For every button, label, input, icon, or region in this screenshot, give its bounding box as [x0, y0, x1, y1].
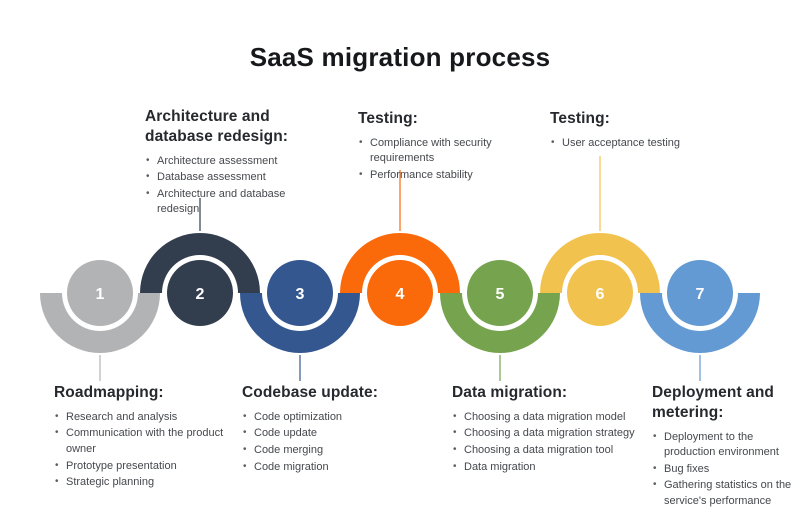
step-2-arc	[140, 233, 260, 293]
step-2-bullet-list: Architecture assessment Database assessm…	[145, 154, 315, 218]
step-7-bullet-list: Deployment to the production environment…	[652, 430, 794, 510]
bullet-item: Code migration	[242, 460, 422, 476]
step-6-label: Testing: User acceptance testing	[550, 109, 740, 152]
step-4-arc	[340, 233, 460, 293]
step-5-arc	[440, 293, 560, 353]
step-3-heading: Codebase update:	[242, 384, 378, 401]
step-3-bullet-list: Code optimization Code update Code mergi…	[242, 410, 422, 475]
step-1-label: Roadmapping: Research and analysis Commu…	[54, 383, 239, 492]
bullet-item: Code optimization	[242, 410, 422, 426]
bullet-item: Database assessment	[145, 170, 315, 186]
step-4-bullet-list: Compliance with security requirements Pe…	[358, 136, 548, 184]
step-7-heading: Deployment and metering:	[652, 384, 774, 421]
step-6-heading: Testing:	[550, 110, 610, 127]
bullet-item: Deployment to the production environment	[652, 430, 794, 461]
bullet-item: Strategic planning	[54, 475, 239, 491]
page-title: SaaS migration process	[249, 42, 551, 72]
step-6-arc	[540, 233, 660, 293]
step-2-heading: Architecture and database redesign:	[145, 108, 289, 145]
bullet-item: Performance stability	[358, 168, 548, 184]
step-7-arc	[640, 293, 760, 353]
step-3-circle	[267, 260, 333, 326]
bullet-item: Research and analysis	[54, 410, 239, 426]
bullet-item: User acceptance testing	[550, 136, 740, 152]
step-6-bullet-list: User acceptance testing	[550, 136, 740, 152]
bullet-item: Code update	[242, 426, 422, 442]
step-6-number: 6	[596, 286, 605, 303]
step-1-circle	[67, 260, 133, 326]
step-4-label: Testing: Compliance with security requir…	[358, 109, 548, 185]
step-7-circle	[667, 260, 733, 326]
step-5-number: 5	[496, 286, 505, 303]
bullet-item: Architecture and database redesign	[145, 187, 315, 218]
bullet-item: Prototype presentation	[54, 459, 239, 475]
bullet-item: Data migration	[452, 460, 657, 476]
bullet-item: Gathering statistics on the service's pe…	[652, 478, 794, 509]
step-2-circle	[167, 260, 233, 326]
bullet-item: Communication with the product owner	[54, 426, 239, 457]
step-7-label: Deployment and metering: Deployment to t…	[652, 383, 794, 511]
bullet-item: Compliance with security requirements	[358, 136, 548, 167]
step-4-heading: Testing:	[358, 110, 418, 127]
bullet-item: Choosing a data migration strategy	[452, 426, 657, 442]
bullet-item: Choosing a data migration tool	[452, 443, 657, 459]
step-4-circle	[367, 260, 433, 326]
step-5-label: Data migration: Choosing a data migratio…	[452, 383, 657, 476]
step-2-number: 2	[196, 286, 205, 303]
step-1-number: 1	[96, 286, 105, 303]
step-7-number: 7	[696, 286, 705, 303]
step-5-heading: Data migration:	[452, 384, 568, 401]
step-1-arc	[40, 293, 160, 353]
step-3-number: 3	[296, 286, 305, 303]
bullet-item: Architecture assessment	[145, 154, 315, 170]
step-1-heading: Roadmapping:	[54, 384, 164, 401]
step-6-circle	[567, 260, 633, 326]
step-1-bullet-list: Research and analysis Communication with…	[54, 410, 239, 491]
bullet-item: Code merging	[242, 443, 422, 459]
step-5-bullet-list: Choosing a data migration model Choosing…	[452, 410, 657, 475]
bullet-item: Choosing a data migration model	[452, 410, 657, 426]
step-2-label: Architecture and database redesign: Arch…	[145, 107, 315, 219]
step-5-circle	[467, 260, 533, 326]
step-3-arc	[240, 293, 360, 353]
step-4-number: 4	[396, 286, 405, 303]
bullet-item: Bug fixes	[652, 462, 794, 478]
step-3-label: Codebase update: Code optimization Code …	[242, 383, 422, 476]
